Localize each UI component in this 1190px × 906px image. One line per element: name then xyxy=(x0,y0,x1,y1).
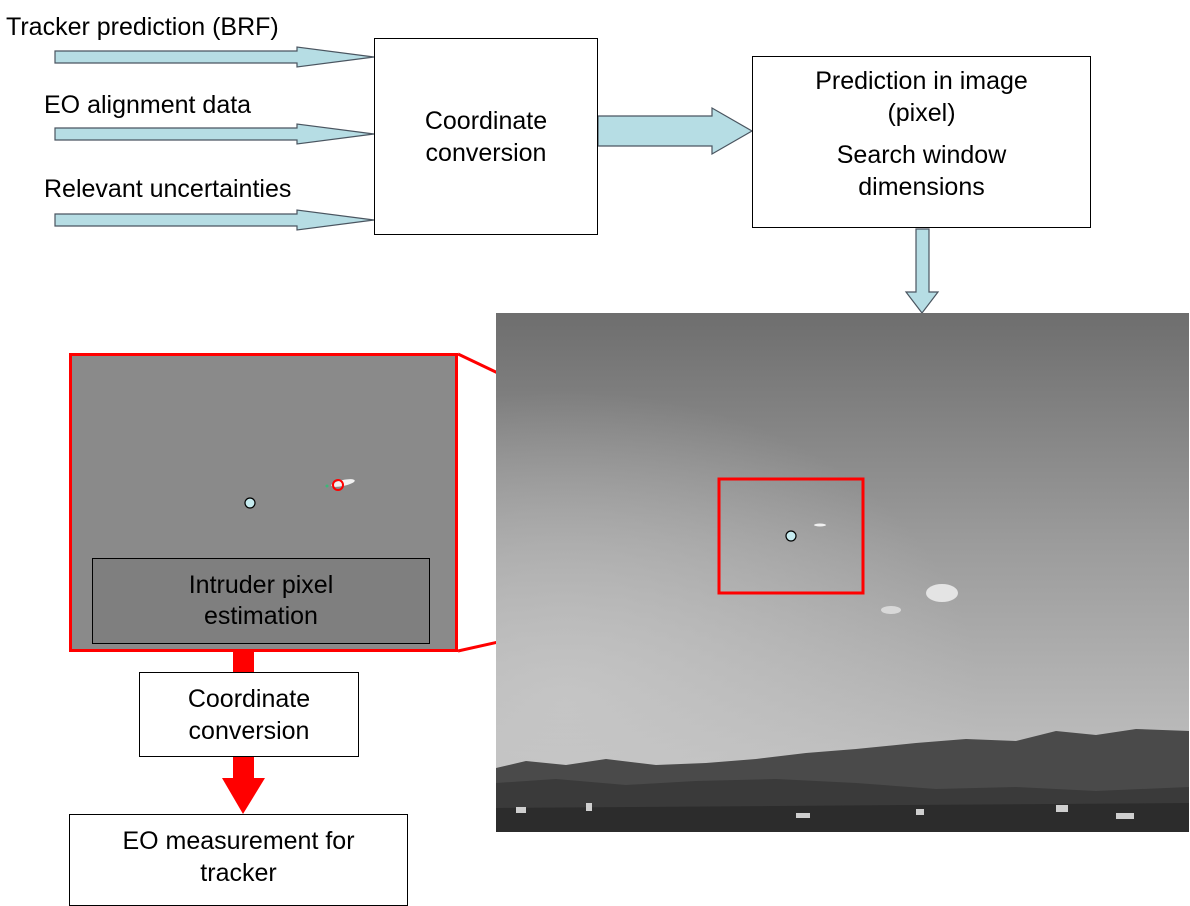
red-arrow-shaft xyxy=(233,757,254,779)
prediction-line4: dimensions xyxy=(858,173,985,201)
estimation-line1: Intruder pixel xyxy=(188,571,334,599)
coordinate-conversion-line1: Coordinate xyxy=(424,106,548,135)
search-window xyxy=(717,477,865,595)
coordinate-conversion-bottom-box: Coordinate conversion xyxy=(139,672,359,757)
input-label-eo-alignment: EO alignment data xyxy=(44,91,252,119)
arrow-to-prediction xyxy=(597,106,754,156)
input-label-uncertainties: Relevant uncertainties xyxy=(44,175,292,203)
prediction-box: Prediction in image (pixel) Search windo… xyxy=(752,56,1091,228)
detected-intruder-marker xyxy=(332,479,344,491)
input-label-tracker-prediction: Tracker prediction (BRF) xyxy=(6,13,279,41)
zoom-predicted-marker xyxy=(244,497,256,509)
coordinate-conversion-bottom-line2: conversion xyxy=(188,716,310,745)
prediction-line1: Prediction in image xyxy=(815,67,1028,95)
red-connector xyxy=(233,652,254,672)
arrow-eo-alignment xyxy=(54,123,375,145)
camera-image xyxy=(496,313,1189,832)
prediction-line3: Search window xyxy=(836,141,1007,169)
eo-measurement-line2: tracker xyxy=(200,859,277,887)
coordinate-conversion-line2: conversion xyxy=(425,138,547,167)
zoomed-search-window: Intruder pixel estimation xyxy=(69,353,458,652)
red-arrow-head xyxy=(222,778,265,814)
coordinate-conversion-bottom-line1: Coordinate xyxy=(187,684,311,713)
arrow-to-image xyxy=(904,228,940,314)
arrow-tracker-prediction xyxy=(54,46,375,68)
intruder-pixel-estimation-box: Intruder pixel estimation xyxy=(92,558,430,644)
prediction-line2: (pixel) xyxy=(887,99,956,127)
arrow-uncertainties xyxy=(54,209,375,231)
predicted-position-marker xyxy=(785,530,797,542)
eo-measurement-line1: EO measurement for xyxy=(122,827,355,855)
coordinate-conversion-box: Coordinate conversion xyxy=(374,38,598,235)
eo-measurement-box: EO measurement for tracker xyxy=(69,814,408,906)
estimation-line2: estimation xyxy=(204,602,318,630)
